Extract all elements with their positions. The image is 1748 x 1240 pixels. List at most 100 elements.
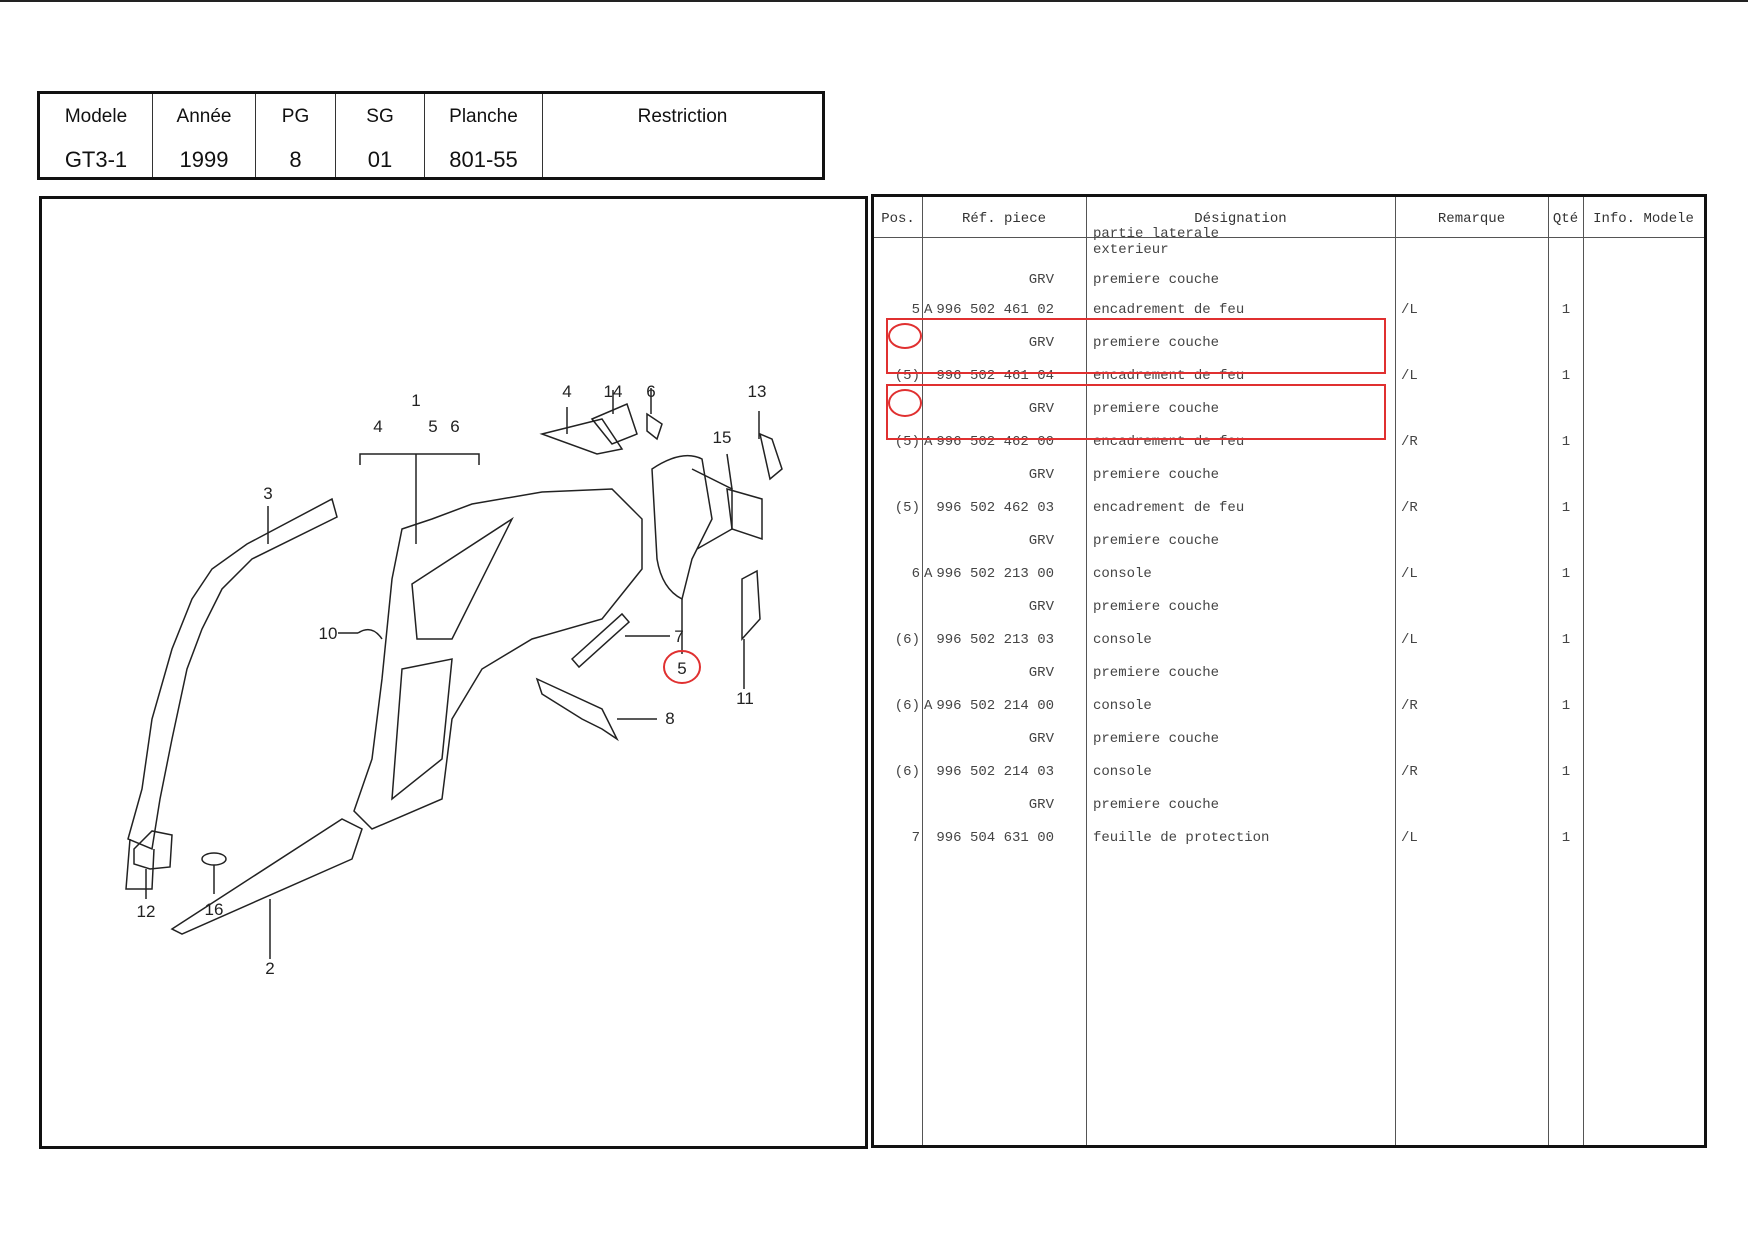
callout-16: 16 bbox=[205, 900, 224, 919]
callout-10: 10 bbox=[319, 624, 338, 643]
table-row: GRV premiere couche bbox=[874, 797, 1704, 817]
cell-ref: GRV bbox=[1028, 599, 1054, 615]
cell-a-flag: A bbox=[924, 698, 933, 714]
cell-ref: 996 502 213 00 bbox=[936, 566, 1054, 582]
cell-remarque: /L bbox=[1401, 830, 1418, 846]
cell-designation: partie laterale bbox=[1093, 226, 1220, 242]
callout-11: 11 bbox=[736, 689, 754, 708]
cell-qte: 1 bbox=[1561, 566, 1571, 582]
cell-ref: GRV bbox=[1028, 665, 1054, 681]
cell-designation: encadrement de feu bbox=[1093, 500, 1245, 516]
callout-8: 8 bbox=[665, 709, 674, 728]
part-light-frame bbox=[651, 454, 713, 601]
callout-14: 14 bbox=[604, 382, 623, 401]
part-sill bbox=[170, 818, 363, 935]
cell-designation: premiere couche bbox=[1093, 533, 1220, 549]
cell-designation: premiere couche bbox=[1093, 467, 1220, 483]
cell-ref: GRV bbox=[1028, 335, 1054, 351]
cell-ref: 996 502 214 00 bbox=[936, 698, 1054, 714]
cell-designation: premiere couche bbox=[1093, 272, 1220, 288]
callout-group-5: 5 bbox=[428, 417, 437, 436]
cell-designation: encadrement de feu bbox=[1093, 302, 1245, 318]
cell-ref: 996 504 631 00 bbox=[936, 830, 1054, 846]
header-label: Planche bbox=[449, 106, 518, 127]
cell-ref: GRV bbox=[1028, 467, 1054, 483]
cell-ref: GRV bbox=[1028, 797, 1054, 813]
exploded-view-drawing: 1 4 5 6 3 2 10 7 4 14 6 13 15 5 11 8 12 … bbox=[125, 382, 783, 978]
header-value: GT3-1 bbox=[64, 147, 128, 172]
cell-remarque: /R bbox=[1401, 698, 1418, 714]
cell-qte: 1 bbox=[1561, 698, 1571, 714]
highlight-circle-callout-5 bbox=[663, 650, 701, 684]
cell-remarque: /L bbox=[1401, 302, 1418, 318]
cell-qte: 1 bbox=[1561, 830, 1571, 846]
callout-5: 5 bbox=[677, 659, 686, 678]
header-label: SG bbox=[366, 106, 394, 127]
part-quarter-panel bbox=[353, 488, 643, 830]
cell-remarque: /R bbox=[1401, 434, 1418, 450]
cell-qte: 1 bbox=[1561, 434, 1571, 450]
header-label: PG bbox=[281, 106, 310, 127]
col-header-ref: Réf. piece bbox=[961, 211, 1046, 227]
page-top-border bbox=[0, 0, 1748, 2]
callout-group-4: 4 bbox=[373, 417, 382, 436]
cell-designation: premiere couche bbox=[1093, 665, 1220, 681]
cell-remarque: /L bbox=[1401, 566, 1418, 582]
parts-diagram: 1 4 5 6 3 2 10 7 4 14 6 13 15 5 11 8 12 … bbox=[39, 196, 868, 1149]
header-value: 8 bbox=[289, 147, 302, 172]
cell-ref: 996 502 461 02 bbox=[936, 302, 1054, 318]
cell-designation: premiere couche bbox=[1093, 797, 1220, 813]
header-col-annee: Année 1999 bbox=[153, 94, 256, 177]
cell-designation: premiere couche bbox=[1093, 401, 1220, 417]
header-table: Modele GT3-1 Année 1999 PG 8 SG 01 Planc… bbox=[37, 91, 825, 180]
part-a-pillar bbox=[127, 497, 338, 851]
col-header-qte: Qté bbox=[1552, 211, 1579, 227]
header-col-restriction: Restriction bbox=[543, 94, 822, 177]
parts-table: Pos. Réf. piece Désignation Remarque Qté… bbox=[871, 194, 1707, 1148]
col-header-remarque: Remarque bbox=[1437, 211, 1506, 227]
cell-pos: (6) bbox=[894, 698, 920, 714]
cell-pos: 5 bbox=[911, 302, 920, 318]
col-header-info: Info. Modele bbox=[1593, 211, 1694, 227]
cell-a-flag: A bbox=[924, 566, 933, 582]
cell-remarque: /L bbox=[1401, 632, 1418, 648]
cell-pos: (6) bbox=[894, 764, 920, 780]
table-row: GRV premiere couche bbox=[874, 533, 1704, 553]
header-col-sg: SG 01 bbox=[336, 94, 425, 177]
cell-pos: 7 bbox=[911, 830, 920, 846]
highlight-box-row-5 bbox=[886, 318, 1386, 374]
cell-qte: 1 bbox=[1561, 632, 1571, 648]
cell-designation: premiere couche bbox=[1093, 731, 1220, 747]
callout-4: 4 bbox=[562, 382, 571, 401]
cell-pos: (6) bbox=[894, 632, 920, 648]
callout-13: 13 bbox=[748, 382, 767, 401]
cell-ref: 996 502 213 03 bbox=[936, 632, 1054, 648]
cell-designation: console bbox=[1093, 566, 1152, 582]
cell-ref: 996 502 214 03 bbox=[936, 764, 1054, 780]
cell-pos: 6 bbox=[911, 566, 920, 582]
cell-ref: GRV bbox=[1028, 731, 1054, 747]
cell-pos: (5) bbox=[894, 500, 920, 516]
cell-designation: console bbox=[1093, 632, 1152, 648]
cell-designation: premiere couche bbox=[1093, 599, 1220, 615]
cell-qte: 1 bbox=[1561, 500, 1571, 516]
cell-ref: GRV bbox=[1028, 533, 1054, 549]
col-header-pos: Pos. bbox=[881, 211, 915, 227]
table-row: GRV premiere couche bbox=[874, 467, 1704, 487]
cell-a-flag: A bbox=[924, 302, 933, 318]
callout-15: 15 bbox=[713, 428, 732, 447]
table-row: GRV premiere couche bbox=[874, 665, 1704, 685]
cell-remarque: /R bbox=[1401, 500, 1418, 516]
cell-ref: GRV bbox=[1028, 272, 1054, 288]
cell-remarque: /L bbox=[1401, 368, 1418, 384]
callout-12: 12 bbox=[137, 902, 156, 921]
table-row: GRV premiere couche bbox=[874, 731, 1704, 751]
highlight-circle-pos-5b bbox=[888, 389, 922, 417]
callout-6: 6 bbox=[646, 382, 655, 401]
cell-designation: exterieur bbox=[1093, 242, 1169, 258]
